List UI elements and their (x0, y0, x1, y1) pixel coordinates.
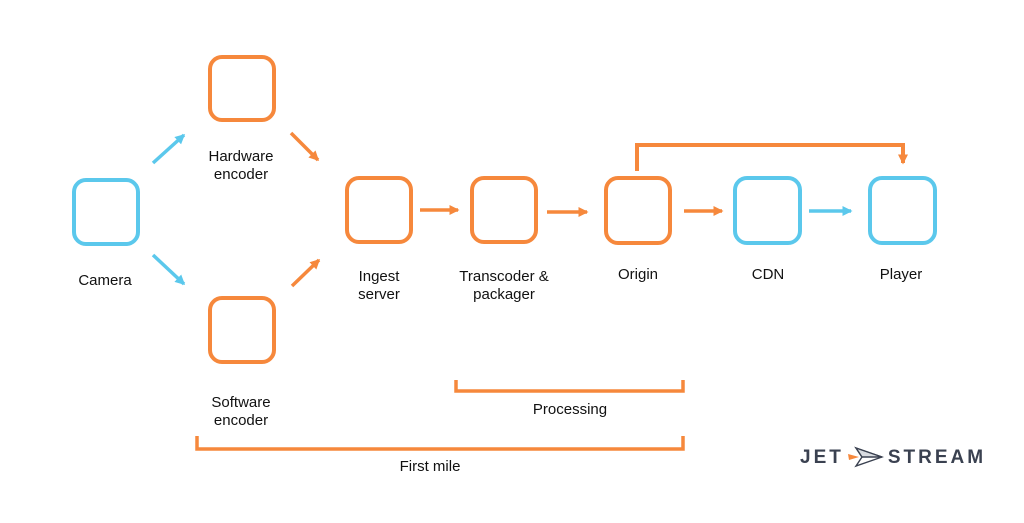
label-player: Player (879, 266, 923, 283)
label-origin: Origin (617, 266, 659, 283)
node-player (868, 176, 937, 245)
jetstream-logo: JET STREAM (800, 444, 986, 470)
node-ingest (345, 176, 413, 244)
label-bracket-first-mile: First mile (399, 458, 461, 475)
label-software-encoder: Software encoder (211, 394, 271, 429)
bracket-processing (454, 380, 685, 393)
paper-plane-icon (847, 446, 884, 468)
bracket-first-mile (195, 436, 685, 451)
node-hardware-encoder (208, 55, 276, 122)
node-software-encoder (208, 296, 276, 364)
arrow-camera-to-software-encoder (151, 253, 186, 286)
label-hardware-encoder: Hardware encoder (208, 148, 274, 183)
label-camera: Camera (78, 272, 132, 289)
label-cdn: CDN (751, 266, 785, 283)
label-transcoder: Transcoder & packager (459, 268, 549, 303)
arrow-origin-bypass-to-player (635, 143, 908, 171)
node-cdn (733, 176, 802, 245)
label-ingest: Ingest server (358, 268, 400, 303)
arrow-software-encoder-to-ingest (290, 258, 321, 288)
arrow-hardware-encoder-to-ingest (289, 131, 320, 162)
node-camera (72, 178, 140, 246)
logo-text-jet: JET (800, 446, 844, 468)
logo-text-stream: STREAM (887, 446, 987, 468)
node-transcoder (470, 176, 538, 244)
arrow-camera-to-hardware-encoder (151, 133, 186, 165)
node-origin (604, 176, 672, 245)
label-bracket-processing: Processing (532, 401, 608, 418)
